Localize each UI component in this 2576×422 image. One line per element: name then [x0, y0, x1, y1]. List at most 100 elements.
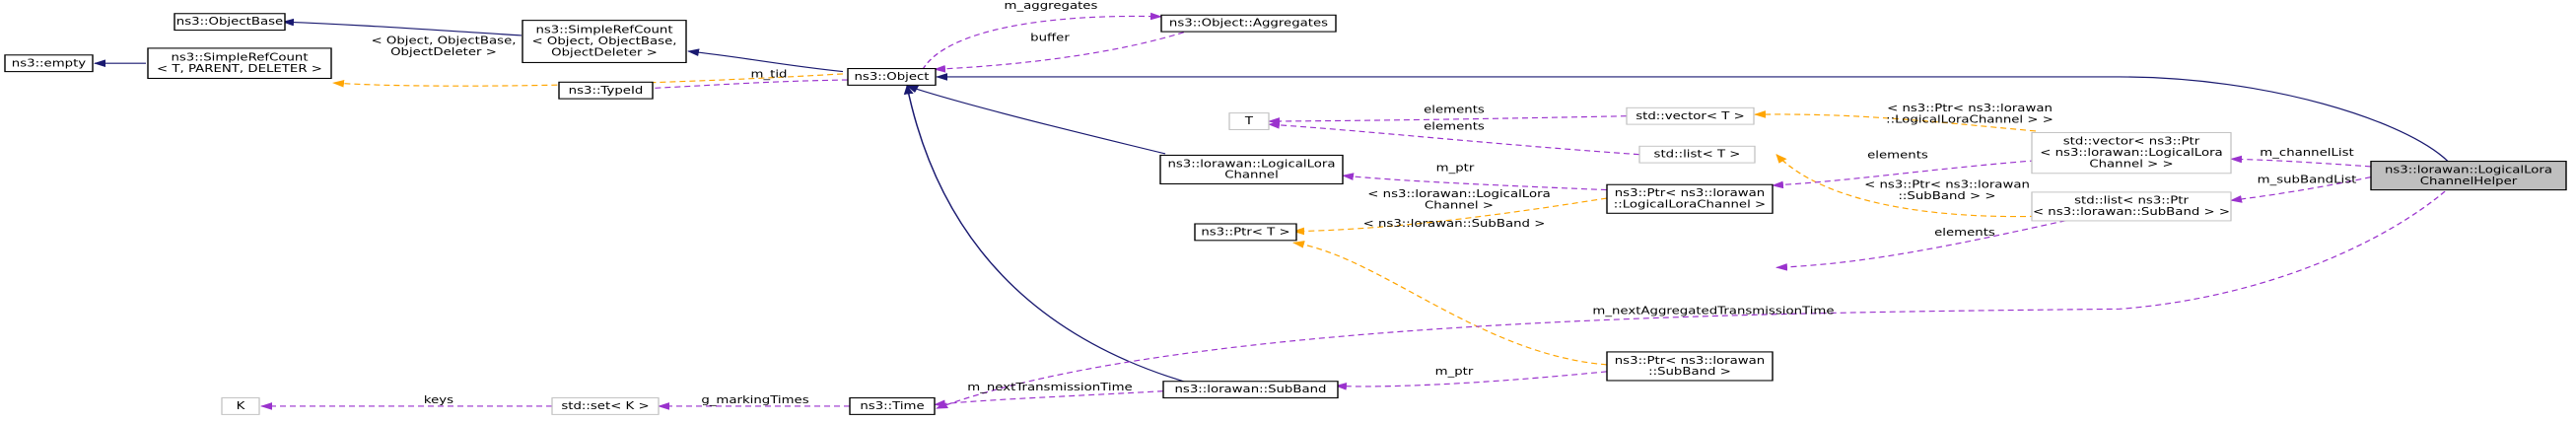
- class-node-list-ptr-subband[interactable]: std::list< ns3::Ptr< ns3::lorawan::SubBa…: [2031, 191, 2232, 222]
- edge-label-elements-vector: elements: [1424, 104, 1485, 115]
- edge-inherit-llc-object: [906, 85, 1166, 155]
- class-node-label: < ns3::lorawan::LogicalLora: [2040, 147, 2222, 159]
- class-node-objectbase[interactable]: ns3::ObjectBase: [174, 13, 286, 32]
- edge-label-vector-tmpl: ::LogicalLoraChannel > >: [1886, 113, 2054, 125]
- class-node-k[interactable]: K: [221, 397, 260, 415]
- edge-label-keys: keys: [424, 393, 453, 405]
- class-node-ptr-t[interactable]: ns3::Ptr< T >: [1194, 223, 1297, 242]
- diagram-edges: [94, 12, 2449, 410]
- class-node-label: ns3::ObjectBase: [176, 16, 283, 28]
- class-node-label: ns3::Object::Aggregates: [1169, 17, 1328, 29]
- edge-label-ptr-subband-tmpl: < ns3::lorawan::SubBand >: [1363, 218, 1546, 230]
- class-node-box: [1626, 106, 1755, 125]
- edge-label-m-nextAggregatedTransmissionTime: m_nextAggregatedTransmissionTime: [1592, 305, 1834, 316]
- class-node-vector-t[interactable]: std::vector< T >: [1626, 106, 1755, 125]
- class-node-label: ns3::Ptr< T >: [1201, 226, 1289, 238]
- class-node-box: [2031, 132, 2232, 175]
- class-node-label: std::vector< T >: [1636, 109, 1745, 121]
- class-node-label: ns3::lorawan::LogicalLora: [2385, 164, 2552, 176]
- class-node-box: [4, 54, 94, 73]
- class-node-label: ns3::Object: [854, 71, 929, 83]
- edge-label-list-tmpl: ::SubBand > >: [1898, 189, 1995, 201]
- class-node-label: std::set< K >: [561, 400, 649, 412]
- edge-inherit-helper-object: [936, 73, 2449, 162]
- class-node-box: [1606, 183, 1774, 214]
- class-node-time[interactable]: ns3::Time: [849, 397, 936, 415]
- edge-member-next-transmission: [934, 390, 1164, 408]
- class-node-ptr-subband[interactable]: ns3::Ptr< ns3::lorawan::SubBand >: [1606, 351, 1774, 382]
- edge-label-ptr-llc-tmpl: < ns3::lorawan::LogicalLora: [1367, 188, 1550, 200]
- class-node-ptr-llc[interactable]: ns3::Ptr< ns3::lorawan::LogicalLoraChann…: [1606, 183, 1774, 214]
- class-node-box: [221, 397, 260, 415]
- class-node-label: ns3::Ptr< ns3::lorawan: [1615, 187, 1765, 199]
- class-node-simplerefcount-t[interactable]: ns3::SimpleRefCount< T, PARENT, DELETER …: [147, 47, 332, 80]
- class-node-label: T: [1244, 115, 1254, 127]
- class-node-label: < T, PARENT, DELETER >: [157, 63, 322, 75]
- diagram-nodes: ns3::emptyns3::ObjectBasens3::SimpleRefC…: [4, 13, 2567, 415]
- edge-tmpl-ptr-subband: [1292, 241, 1608, 366]
- class-node-box: [847, 68, 937, 86]
- edge-label-buffer: buffer: [1030, 32, 1070, 43]
- edge-label-m-channelList: m_channelList: [2260, 147, 2354, 159]
- class-node-label: std::list< ns3::Ptr: [2074, 194, 2189, 206]
- class-node-box: [522, 20, 687, 63]
- edge-label-simplerefcount-tmpl: ObjectDeleter >: [390, 45, 497, 57]
- edge-member-m-ptr-subband: [1335, 371, 1608, 390]
- class-node-box: [2031, 191, 2232, 222]
- class-node-label: std::list< T >: [1654, 148, 1741, 160]
- class-node-label: < ns3::lorawan::SubBand > >: [2033, 206, 2230, 218]
- class-node-label: ns3::TypeId: [569, 84, 644, 96]
- edge-member-m-ptr-llc: [1342, 173, 1608, 191]
- edge-member-elements-ptr-llc: [1772, 160, 2037, 189]
- edge-member-elements-list: [1268, 121, 1640, 156]
- class-node-box: [1194, 223, 1297, 242]
- edge-label-m-tid: m_tid: [751, 68, 788, 80]
- class-node-box: [2370, 161, 2567, 191]
- edge-label-m-nextTransmissionTime: m_nextTransmissionTime: [967, 381, 1132, 392]
- edge-member-channellist: [2230, 155, 2372, 168]
- class-node-box: [1159, 154, 1344, 185]
- edge-inherit-objectbase: [282, 18, 522, 36]
- class-node-typeid[interactable]: ns3::TypeId: [558, 81, 654, 100]
- class-node-label: ns3::Ptr< ns3::lorawan: [1615, 354, 1765, 366]
- edge-inherit-simplerefcount-obj: [687, 48, 844, 73]
- class-node-box: [1638, 145, 1756, 164]
- class-node-box: [551, 397, 660, 415]
- edge-label-elements-ptr-llc: elements: [1867, 149, 1928, 161]
- edge-tmpl-list: [1775, 154, 2037, 218]
- class-node-label: ChannelHelper: [2420, 175, 2518, 186]
- class-node-box: [1160, 14, 1337, 33]
- edge-label-vector-tmpl: < ns3::Ptr< ns3::lorawan: [1887, 103, 2053, 114]
- class-node-subband[interactable]: ns3::lorawan::SubBand: [1162, 381, 1339, 399]
- class-node-label: Channel: [1224, 169, 1279, 180]
- edge-label-list-tmpl: < ns3::Ptr< ns3::lorawan: [1864, 178, 2030, 190]
- class-node-label: ::LogicalLoraChannel >: [1614, 198, 1766, 210]
- class-node-list-t[interactable]: std::list< T >: [1638, 145, 1756, 164]
- class-node-logicalloraChannel[interactable]: ns3::lorawan::LogicalLoraChannel: [1159, 154, 1344, 185]
- class-node-box: [174, 13, 286, 32]
- class-node-t[interactable]: T: [1228, 112, 1270, 130]
- class-node-simplerefcount-obj[interactable]: ns3::SimpleRefCount< Object, ObjectBase,…: [522, 20, 687, 63]
- class-node-box: [1228, 112, 1270, 130]
- class-node-empty[interactable]: ns3::empty: [4, 54, 94, 73]
- class-node-label: ns3::empty: [12, 57, 86, 69]
- class-node-set-k[interactable]: std::set< K >: [551, 397, 660, 415]
- class-node-label: Channel > >: [2089, 158, 2173, 170]
- edge-label-m-ptr-llc: m_ptr: [1436, 162, 1475, 174]
- class-node-label: ObjectDeleter >: [551, 46, 658, 58]
- class-node-box: [558, 81, 654, 100]
- class-node-vector-ptr-llc[interactable]: std::vector< ns3::Ptr< ns3::lorawan::Log…: [2031, 132, 2232, 175]
- class-node-box: [849, 397, 936, 415]
- edge-member-aggregates: [922, 12, 1162, 70]
- class-node-label: ns3::SimpleRefCount: [171, 51, 309, 63]
- class-node-object[interactable]: ns3::Object: [847, 68, 937, 86]
- class-node-aggregates[interactable]: ns3::Object::Aggregates: [1160, 14, 1337, 33]
- class-node-label: ns3::Time: [860, 400, 924, 412]
- edge-member-elements-ptr-subband: [1775, 218, 2076, 271]
- edge-label-m-subBandList: m_subBandList: [2258, 174, 2357, 185]
- class-node-label: ns3::SimpleRefCount: [535, 24, 673, 35]
- class-node-box: [147, 47, 332, 80]
- edge-label-g-markingTimes: g_markingTimes: [701, 393, 808, 405]
